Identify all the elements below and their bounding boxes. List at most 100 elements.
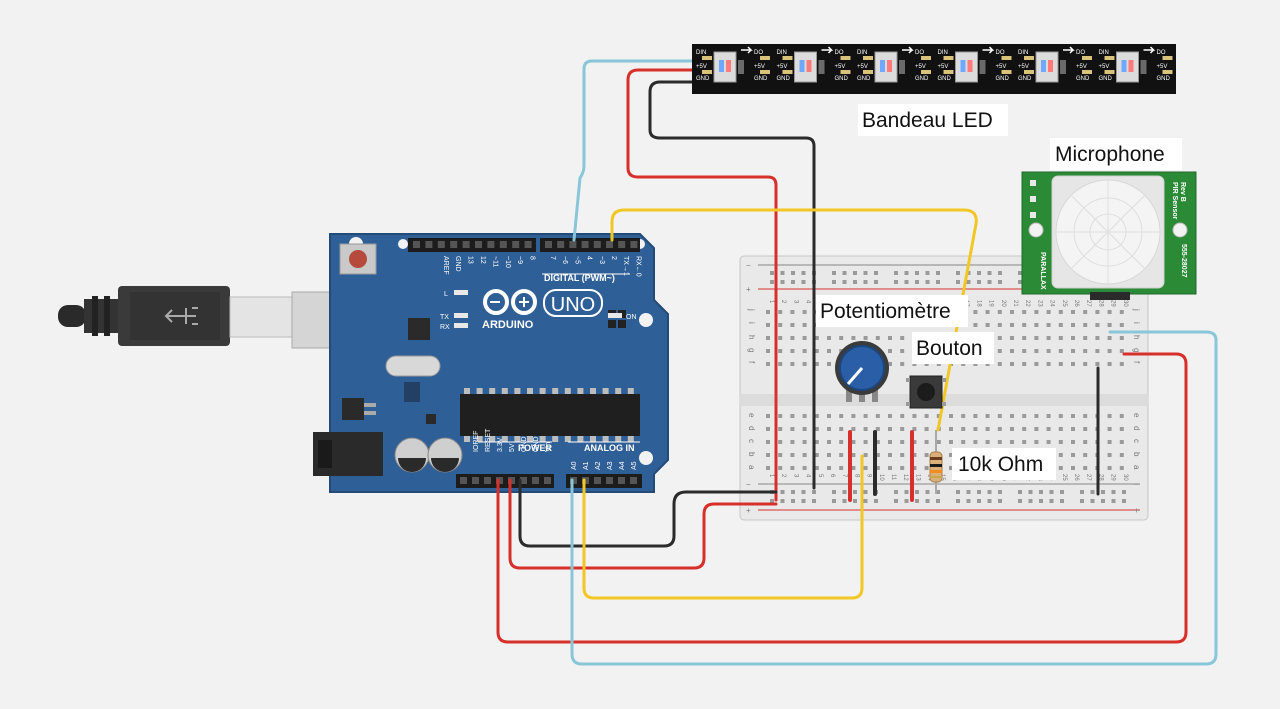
breadboard-rail-hole[interactable]: [936, 499, 940, 503]
breadboard-rail-hole[interactable]: [842, 280, 847, 284]
push-button[interactable]: [906, 375, 946, 409]
breadboard-rail-hole[interactable]: [936, 280, 940, 284]
breadboard-hole[interactable]: [1083, 323, 1088, 327]
breadboard-hole[interactable]: [900, 362, 905, 366]
breadboard-hole[interactable]: [839, 453, 844, 457]
breadboard-rail-hole[interactable]: [1111, 499, 1116, 503]
breadboard-rail-hole[interactable]: [915, 490, 919, 494]
breadboard-hole[interactable]: [875, 453, 880, 457]
breadboard-hole[interactable]: [985, 323, 990, 327]
breadboard-hole[interactable]: [790, 427, 795, 431]
breadboard-hole[interactable]: [851, 427, 856, 431]
breadboard-rail-hole[interactable]: [812, 490, 816, 494]
breadboard-hole[interactable]: [851, 453, 856, 457]
header-hole[interactable]: [618, 241, 626, 248]
breadboard-rail-hole[interactable]: [894, 490, 898, 494]
breadboard-hole[interactable]: [949, 427, 953, 431]
breadboard-hole[interactable]: [790, 466, 795, 470]
breadboard-hole[interactable]: [875, 336, 880, 340]
breadboard-hole[interactable]: [778, 349, 783, 353]
breadboard-hole[interactable]: [888, 336, 892, 340]
breadboard-hole[interactable]: [827, 427, 831, 431]
breadboard-hole[interactable]: [985, 310, 990, 314]
breadboard-hole[interactable]: [1095, 310, 1100, 314]
breadboard-rail-hole[interactable]: [1090, 499, 1095, 503]
breadboard-hole[interactable]: [1058, 336, 1063, 340]
header-hole[interactable]: [544, 477, 551, 484]
breadboard-hole[interactable]: [1071, 466, 1075, 470]
breadboard-rail-hole[interactable]: [998, 271, 1002, 275]
breadboard-hole[interactable]: [997, 336, 1002, 340]
breadboard-hole[interactable]: [1083, 427, 1088, 431]
breadboard-hole[interactable]: [802, 466, 807, 470]
breadboard-hole[interactable]: [1083, 310, 1088, 314]
breadboard-hole[interactable]: [888, 466, 892, 470]
breadboard-hole[interactable]: [1107, 323, 1112, 327]
breadboard-rail-hole[interactable]: [780, 499, 785, 503]
breadboard-hole[interactable]: [961, 440, 966, 444]
breadboard-rail-hole[interactable]: [780, 271, 785, 275]
breadboard-rail-hole[interactable]: [801, 280, 806, 284]
breadboard-hole[interactable]: [814, 414, 819, 418]
breadboard-rail-hole[interactable]: [966, 280, 971, 284]
breadboard-hole[interactable]: [875, 440, 880, 444]
breadboard-hole[interactable]: [900, 453, 905, 457]
breadboard-hole[interactable]: [1119, 310, 1124, 314]
breadboard-rail-hole[interactable]: [1111, 490, 1116, 494]
header-hole[interactable]: [520, 477, 527, 484]
breadboard-rail-hole[interactable]: [987, 490, 992, 494]
breadboard-rail-hole[interactable]: [1049, 490, 1054, 494]
breadboard-hole[interactable]: [766, 427, 770, 431]
breadboard-hole[interactable]: [778, 414, 783, 418]
breadboard-hole[interactable]: [973, 427, 978, 431]
breadboard-hole[interactable]: [1034, 310, 1039, 314]
header-hole[interactable]: [524, 241, 532, 248]
breadboard-hole[interactable]: [1107, 310, 1112, 314]
breadboard-hole[interactable]: [827, 466, 831, 470]
breadboard-hole[interactable]: [802, 310, 807, 314]
breadboard-hole[interactable]: [1119, 427, 1124, 431]
breadboard-hole[interactable]: [949, 440, 953, 444]
breadboard-hole[interactable]: [985, 440, 990, 444]
breadboard-rail-hole[interactable]: [1018, 499, 1022, 503]
breadboard-hole[interactable]: [1010, 336, 1014, 340]
breadboard-rail-hole[interactable]: [791, 490, 795, 494]
breadboard-hole[interactable]: [790, 453, 795, 457]
breadboard-hole[interactable]: [997, 440, 1002, 444]
breadboard-hole[interactable]: [1046, 349, 1051, 353]
breadboard-hole[interactable]: [814, 440, 819, 444]
breadboard-hole[interactable]: [802, 362, 807, 366]
breadboard-hole[interactable]: [814, 336, 819, 340]
breadboard-hole[interactable]: [888, 427, 892, 431]
breadboard-hole[interactable]: [1119, 336, 1124, 340]
header-hole[interactable]: [499, 241, 507, 248]
header-hole[interactable]: [512, 241, 520, 248]
breadboard-hole[interactable]: [863, 466, 868, 470]
breadboard-hole[interactable]: [827, 440, 831, 444]
breadboard-hole[interactable]: [912, 466, 917, 470]
breadboard-hole[interactable]: [1095, 323, 1100, 327]
breadboard-rail-hole[interactable]: [832, 280, 836, 284]
breadboard-hole[interactable]: [1107, 466, 1112, 470]
breadboard-hole[interactable]: [1071, 440, 1075, 444]
breadboard-hole[interactable]: [1022, 349, 1027, 353]
breadboard-hole[interactable]: [900, 414, 905, 418]
breadboard-rail-hole[interactable]: [1028, 490, 1033, 494]
breadboard-hole[interactable]: [973, 440, 978, 444]
breadboard-hole[interactable]: [851, 414, 856, 418]
breadboard-hole[interactable]: [827, 453, 831, 457]
breadboard-hole[interactable]: [827, 349, 831, 353]
breadboard-hole[interactable]: [973, 323, 978, 327]
breadboard-hole[interactable]: [875, 414, 880, 418]
breadboard-rail-hole[interactable]: [977, 271, 981, 275]
breadboard-rail-hole[interactable]: [1018, 271, 1022, 275]
breadboard-rail-hole[interactable]: [998, 490, 1002, 494]
breadboard-hole[interactable]: [1119, 466, 1124, 470]
breadboard-rail-hole[interactable]: [904, 280, 909, 284]
breadboard-hole[interactable]: [1058, 349, 1063, 353]
breadboard-hole[interactable]: [1107, 440, 1112, 444]
breadboard-hole[interactable]: [851, 336, 856, 340]
breadboard-hole[interactable]: [936, 414, 941, 418]
breadboard-hole[interactable]: [766, 440, 770, 444]
breadboard-hole[interactable]: [888, 440, 892, 444]
